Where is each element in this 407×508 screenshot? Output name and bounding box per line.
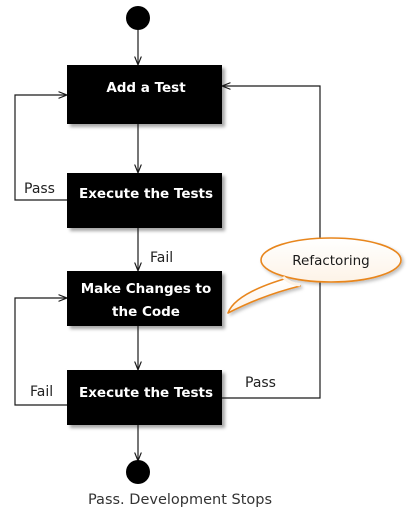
edge-fail-loop: [14, 298, 67, 406]
end-node: [126, 460, 150, 484]
add-test-node: Add a Test: [67, 65, 222, 124]
make-changes-label-line1: Make Changes to: [81, 281, 212, 297]
execute-tests-1-node: Execute the Tests: [67, 173, 222, 228]
execute-tests-2-node: Execute the Tests: [67, 370, 222, 425]
execute-tests-1-label: Execute the Tests: [79, 186, 213, 202]
execute-tests-2-label: Execute the Tests: [79, 385, 213, 401]
make-changes-node: Make Changes to the Code: [67, 271, 222, 326]
edge-label-pass-refactor: Pass: [245, 375, 276, 391]
start-node: [126, 6, 150, 30]
edge-pass-loop: [14, 95, 67, 201]
refactoring-callout: [227, 237, 402, 314]
make-changes-label-line2: the Code: [112, 304, 180, 320]
edge-label-pass-loop: Pass: [24, 181, 55, 197]
add-test-label: Add a Test: [106, 80, 186, 96]
footer-text: Pass. Development Stops: [88, 492, 272, 508]
edge-label-fail-loop: Fail: [30, 384, 53, 400]
edge-label-fail-down: Fail: [150, 250, 173, 266]
refactoring-callout-text: Refactoring: [292, 253, 370, 269]
